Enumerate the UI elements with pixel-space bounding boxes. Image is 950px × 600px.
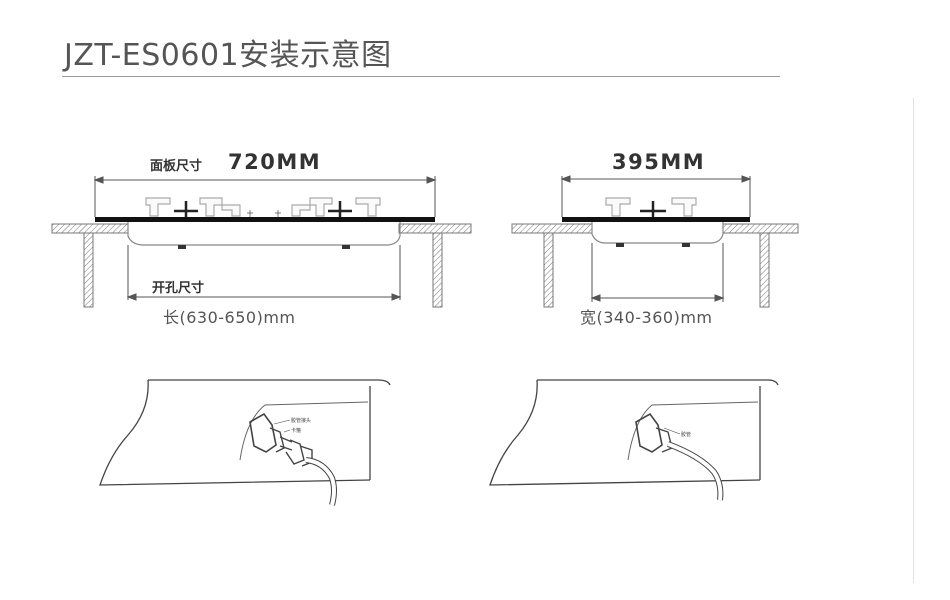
hob-side-profile <box>99 379 371 486</box>
panel-size-label: 面板尺寸 <box>150 158 202 174</box>
counter-slab-left <box>51 223 129 234</box>
cutout-length-value: 长(630-650)mm <box>163 308 296 327</box>
knob-marks <box>247 210 281 217</box>
gas-inlet-fitting <box>249 412 313 467</box>
burner-right <box>328 201 352 217</box>
glass-panel <box>562 217 750 222</box>
cutout-dimension-line <box>126 245 402 301</box>
cabinet-wall-right <box>759 232 770 308</box>
glass-panel <box>95 217 435 222</box>
page-edge-line <box>913 98 914 583</box>
callout-hose-connector: 胶管接头 <box>291 417 311 424</box>
callout-hose: 胶管 <box>681 431 691 438</box>
cabinet-wall-right <box>432 232 443 308</box>
counter-slab-right <box>722 223 799 234</box>
hob-top-edge <box>537 379 779 386</box>
panel-dimension-line <box>560 175 752 217</box>
hob-side-profile <box>489 379 761 486</box>
panel-size-value: 395MM <box>612 150 705 174</box>
counter-slab-right <box>398 223 472 234</box>
right-front-view: 395MM 宽(340-360)mm <box>511 150 799 327</box>
pan-supports-right <box>291 197 381 217</box>
burner <box>640 201 666 217</box>
counter-slab-left <box>511 223 593 234</box>
hob-top-edge <box>148 379 391 386</box>
cutout-width-value: 宽(340-360)mm <box>580 308 713 327</box>
callout-clamp: 卡箍 <box>291 427 301 434</box>
page-title: JZT-ES0601安装示意图 <box>64 38 392 73</box>
title-divider <box>62 76 780 77</box>
left-connection-detail <box>99 379 391 506</box>
right-connection-detail <box>489 379 779 501</box>
pan-supports <box>605 197 697 217</box>
burner-left <box>174 201 198 217</box>
cabinet-wall-left <box>83 232 94 308</box>
pan-supports-left <box>145 197 241 217</box>
cutout-dimension-line <box>590 243 725 302</box>
gas-inlet-fitting <box>635 412 673 453</box>
left-front-view: 面板尺寸 720MM 开孔尺寸 长(630-650)mm <box>51 150 472 327</box>
hob-body <box>127 222 401 246</box>
panel-size-value: 720MM <box>228 150 321 174</box>
cabinet-wall-left <box>543 232 554 308</box>
hob-body <box>591 222 724 244</box>
cutout-size-label: 开孔尺寸 <box>152 280 204 296</box>
panel-dimension-line <box>93 176 437 217</box>
